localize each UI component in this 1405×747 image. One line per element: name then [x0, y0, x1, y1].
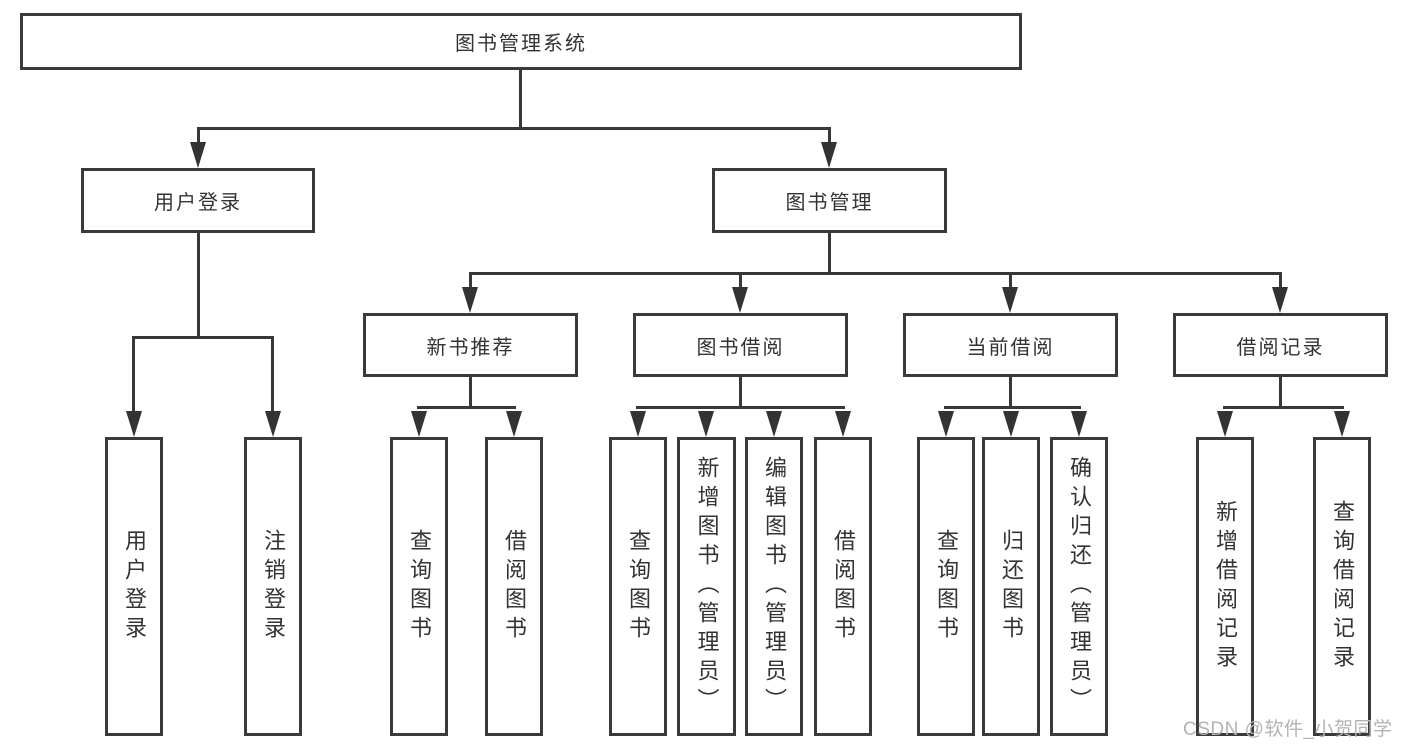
node-borrow-records: 借阅记录 — [1173, 313, 1388, 377]
leaf-edit-book-admin: 编辑图书（管理员） — [745, 437, 803, 736]
arrowhead-down-icon — [506, 411, 522, 437]
leaf-add-book-admin: 新增图书（管理员） — [677, 437, 736, 736]
connector-hline — [944, 406, 1081, 409]
arrowhead-down-icon — [938, 411, 954, 437]
leaf-user-login: 用户登录 — [105, 437, 163, 736]
arrowhead-down-icon — [732, 287, 748, 313]
connector-vline — [469, 274, 472, 287]
arrowhead-down-icon — [411, 411, 427, 437]
node-new-book-recommend: 新书推荐 — [363, 313, 578, 377]
connector-vline — [132, 338, 135, 411]
connector-vline — [469, 377, 472, 409]
leaf-return-book: 归还图书 — [982, 437, 1040, 736]
node-current-borrow: 当前借阅 — [903, 313, 1118, 377]
leaf-confirm-return-admin: 确认归还（管理员） — [1050, 437, 1108, 736]
arrowhead-down-icon — [190, 142, 206, 168]
connector-vline — [197, 129, 200, 143]
connector-vline — [739, 377, 742, 409]
node-root: 图书管理系统 — [20, 13, 1022, 70]
connector-vline — [1279, 377, 1282, 409]
arrowhead-down-icon — [1002, 287, 1018, 313]
connector-hline — [1223, 406, 1344, 409]
leaf-query-book-borrow: 查询图书 — [609, 437, 667, 736]
arrowhead-down-icon — [1003, 411, 1019, 437]
node-book-borrow: 图书借阅 — [633, 313, 848, 377]
connector-vline — [828, 129, 831, 143]
leaf-add-borrow-record: 新增借阅记录 — [1196, 437, 1254, 736]
connector-hline — [636, 406, 845, 409]
connector-vline — [1279, 274, 1282, 287]
arrowhead-down-icon — [835, 411, 851, 437]
leaf-borrow-book: 借阅图书 — [814, 437, 872, 736]
leaf-query-book-current: 查询图书 — [917, 437, 975, 736]
arrowhead-down-icon — [698, 411, 714, 437]
arrowhead-down-icon — [462, 287, 478, 313]
arrowhead-down-icon — [1334, 411, 1350, 437]
node-book-mgmt-branch: 图书管理 — [712, 168, 947, 233]
arrowhead-down-icon — [630, 411, 646, 437]
arrowhead-down-icon — [1272, 287, 1288, 313]
connector-vline — [828, 233, 831, 275]
leaf-logout: 注销登录 — [244, 437, 302, 736]
leaf-borrow-book-recommend: 借阅图书 — [485, 437, 543, 736]
leaf-query-borrow-record: 查询借阅记录 — [1313, 437, 1371, 736]
arrowhead-down-icon — [821, 142, 837, 168]
arrowhead-down-icon — [766, 411, 782, 437]
node-user-login-branch: 用户登录 — [81, 168, 315, 233]
arrowhead-down-icon — [265, 411, 281, 437]
arrowhead-down-icon — [126, 411, 142, 437]
connector-hline — [197, 127, 831, 130]
arrowhead-down-icon — [1217, 411, 1233, 437]
connector-vline — [197, 233, 200, 339]
csdn-watermark: CSDN @软件_小贺同学 — [1183, 719, 1393, 740]
arrowhead-down-icon — [1071, 411, 1087, 437]
leaf-query-book-recommend: 查询图书 — [390, 437, 448, 736]
connector-vline — [519, 69, 522, 130]
connector-vline — [271, 338, 274, 411]
connector-vline — [1009, 377, 1012, 409]
connector-hline — [417, 406, 516, 409]
connector-vline — [1009, 274, 1012, 287]
connector-vline — [739, 274, 742, 287]
connector-hline — [469, 272, 1282, 275]
connector-hline — [132, 336, 274, 339]
